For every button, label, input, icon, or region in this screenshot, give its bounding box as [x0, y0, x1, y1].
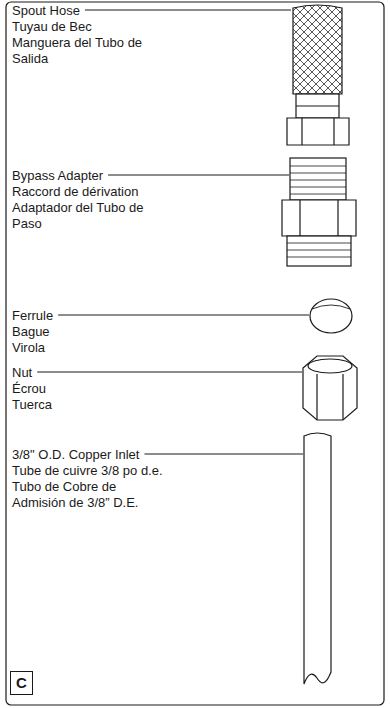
- part-label: Spout Hose: [12, 3, 80, 19]
- figure-letter: C: [16, 674, 27, 692]
- frame: [6, 2, 384, 705]
- part-label: Tuyau de Bec: [12, 19, 92, 35]
- part-label: Tube de cuivre 3/8 po d.e.: [12, 463, 163, 479]
- spout-hose: [287, 5, 349, 145]
- part-label: Manguera del Tubo de Salida: [12, 35, 162, 67]
- part-label: Bypass Adapter: [12, 168, 103, 184]
- copper-tube: [304, 433, 331, 684]
- part-label: Virola: [12, 340, 45, 356]
- leader-line: [144, 454, 303, 455]
- leader-line: [108, 175, 289, 176]
- part-label: Nut: [12, 365, 32, 381]
- bypass-adapter: [282, 158, 356, 266]
- part-label: Adaptador del Tubo de Paso: [12, 200, 162, 232]
- leader-line: [58, 315, 309, 316]
- part-label: Raccord de dérivation: [12, 184, 138, 200]
- ferrule: [310, 299, 352, 333]
- part-label: Tubo de Cobre de Admisión de 3/8” D.E.: [12, 479, 162, 511]
- part-label: 3/8" O.D. Copper Inlet: [12, 447, 139, 463]
- figure-letter-box: C: [10, 671, 33, 695]
- leader-line: [37, 372, 302, 373]
- part-label: Tuerca: [12, 397, 52, 413]
- part-label: Écrou: [12, 381, 46, 397]
- part-label: Ferrule: [12, 308, 53, 324]
- nut: [303, 356, 357, 420]
- leader-line: [85, 10, 291, 11]
- part-label: Bague: [12, 324, 50, 340]
